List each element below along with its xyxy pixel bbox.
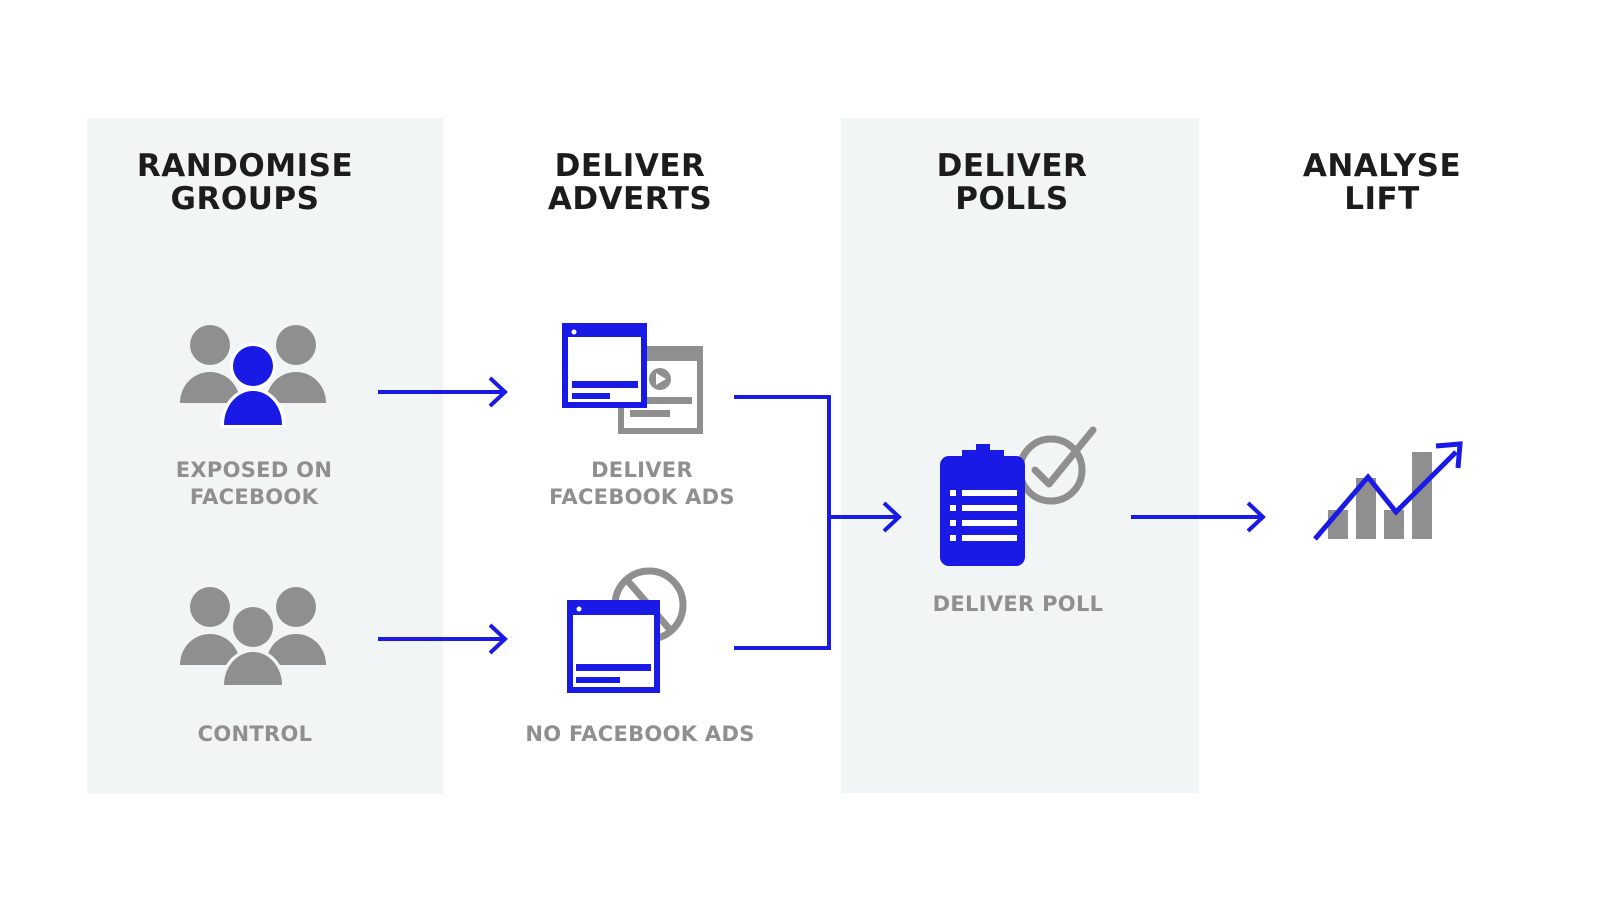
stage-title-analyse-lift: ANALYSE LIFT [1202,150,1562,216]
stage-title-deliver-polls: DELIVER POLLS [832,150,1192,216]
merge-arrow-icon [734,395,902,650]
arrow-right-icon [1131,501,1266,533]
label-line: EXPOSED ON [175,458,333,482]
stage-title-line: RANDOMISE [136,148,354,184]
label-deliver-poll: DELIVER POLL [932,592,1104,616]
bar-chart-trend-icon [1313,441,1463,541]
arrow-right-icon [378,376,508,408]
label-line: FACEBOOK [189,485,319,509]
label-deliver-facebook-ads: DELIVER FACEBOOK ADS [492,457,792,511]
people-group-icon [180,587,326,688]
stage-title-line: DELIVER [554,148,706,184]
stage-title-line: GROUPS [170,181,320,217]
blocked-ad-icon [567,567,687,693]
people-group-icon [180,325,326,428]
stage-title-line: ADVERTS [547,181,713,217]
clipboard-check-icon [940,426,1097,566]
label-control: CONTROL [197,722,313,746]
label-no-facebook-ads: NO FACEBOOK ADS [525,722,755,746]
label-exposed-on-facebook: EXPOSED ON FACEBOOK [104,457,404,511]
stage-title-line: DELIVER [936,148,1088,184]
label-line: FACEBOOK ADS [549,485,735,509]
arrow-right-icon [378,623,508,655]
stage-title-line: ANALYSE [1302,148,1462,184]
stage-title-line: LIFT [1344,181,1420,217]
label-line: DELIVER [591,458,693,482]
ad-windows-icon [562,323,703,434]
stage-title-randomise-groups: RANDOMISE GROUPS [65,150,425,216]
stage-title-deliver-adverts: DELIVER ADVERTS [450,150,810,216]
stage-title-line: POLLS [955,181,1069,217]
